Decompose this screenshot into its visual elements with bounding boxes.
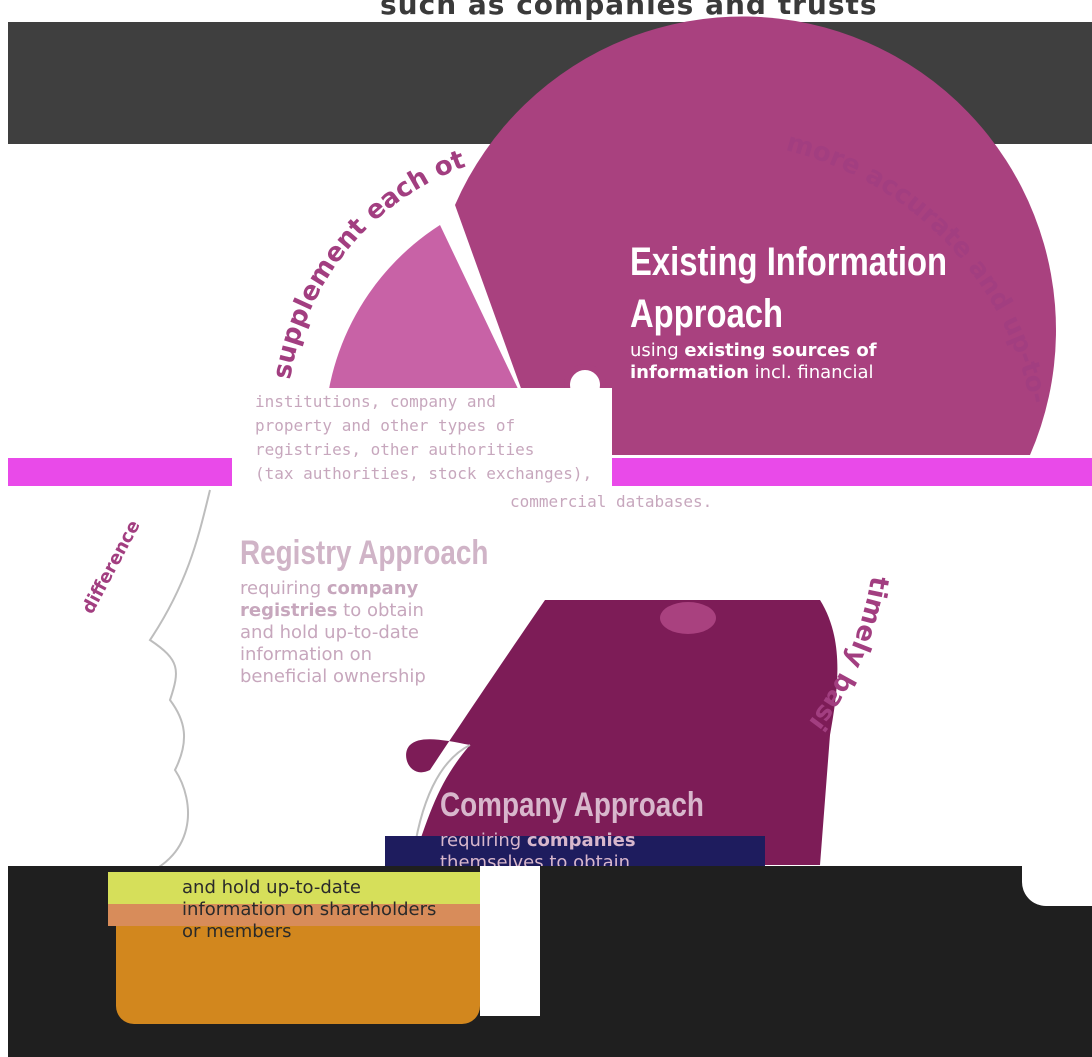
company-line4: information on shareholders xyxy=(182,899,437,920)
company-line1: requiring companies xyxy=(440,830,636,851)
base-side-white xyxy=(480,866,540,1016)
company-approach-piece xyxy=(406,600,838,865)
existing-overflow-line5: commercial databases. xyxy=(510,492,713,511)
existing-overflow-box xyxy=(232,388,612,486)
right-white-stub xyxy=(1022,866,1092,906)
registry-line4: information on xyxy=(240,644,373,665)
base-salmon xyxy=(108,904,480,926)
existing-body-bold: existing sources of information xyxy=(630,340,877,383)
company-title: Company Approach xyxy=(440,786,704,824)
existing-overflow-line1: institutions, company and xyxy=(255,392,496,411)
base-orange xyxy=(116,926,480,1024)
puzzle-knob xyxy=(660,602,716,634)
registry-line1: requiring company xyxy=(240,578,419,599)
existing-information-sector xyxy=(455,16,1056,456)
registry-title: Registry Approach xyxy=(240,534,489,572)
company-line3: and hold up-to-date xyxy=(182,877,361,898)
existing-title-line1: Existing Information xyxy=(630,240,948,284)
existing-overflow-line2: property and other types of xyxy=(255,416,516,435)
existing-overflow-line4: (tax authorities, stock exchanges), xyxy=(255,464,593,483)
company-line5: or members xyxy=(182,921,292,942)
registry-line5: beneficial ownership xyxy=(240,666,426,687)
registry-line2: registries to obtain xyxy=(240,600,424,621)
header-cut-text: such as companies and trusts xyxy=(380,0,878,21)
existing-body-post: incl. financial xyxy=(748,362,874,383)
company-body-bottom: and hold up-to-date information on share… xyxy=(182,877,482,943)
existing-body: using existing sources of information in… xyxy=(630,340,920,384)
navy-strip xyxy=(385,836,765,866)
existing-body-pre: using xyxy=(630,340,685,361)
base-yellow xyxy=(108,872,480,904)
registry-body: requiring company registries to obtain a… xyxy=(240,578,470,688)
arc-label-left: difference xyxy=(78,517,145,617)
existing-title-line2: Approach xyxy=(630,292,784,336)
registry-line3: and hold up-to-date xyxy=(240,622,419,643)
existing-overflow-line3: registries, other authorities xyxy=(255,440,535,459)
